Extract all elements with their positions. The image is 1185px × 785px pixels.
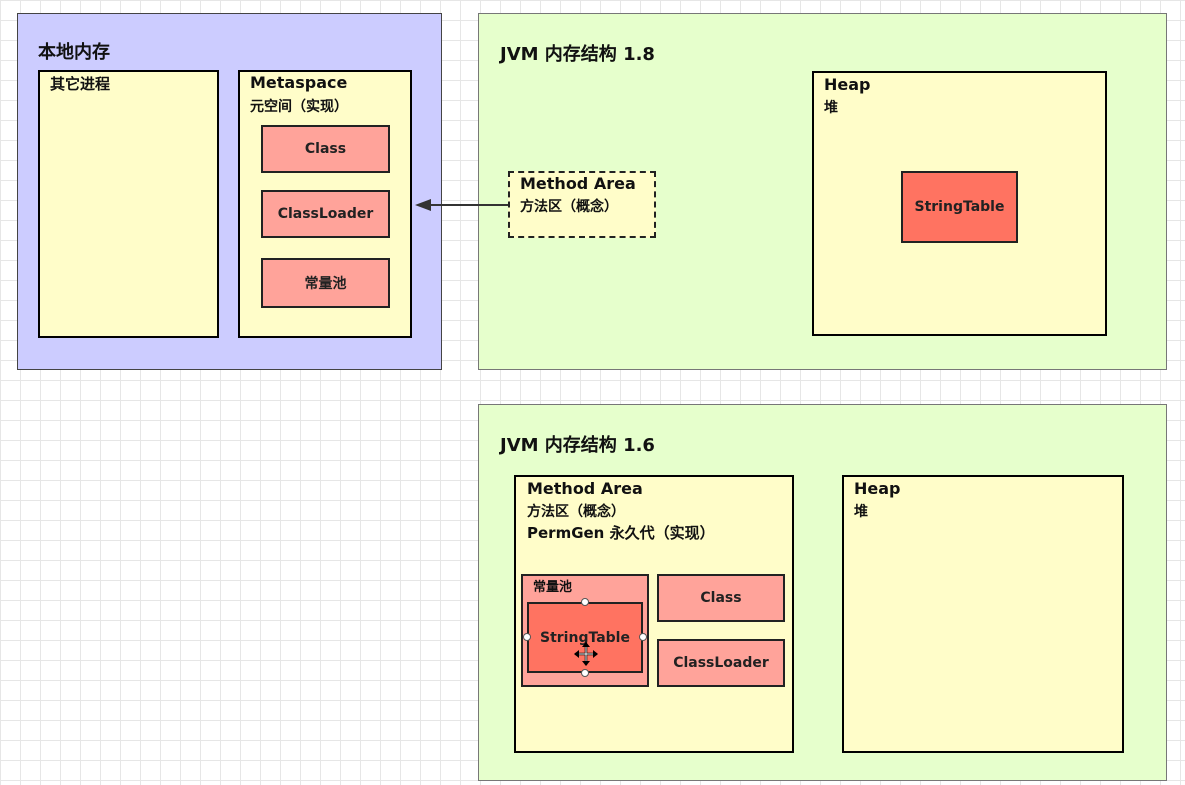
jvm18-string-table-box[interactable]: StringTable [901, 171, 1018, 243]
jvm18-method-area-subtitle: 方法区（概念） [520, 199, 618, 215]
jvm18-method-area-box[interactable] [508, 171, 656, 238]
selection-handle-top[interactable] [581, 598, 589, 606]
metaspace-subtitle: 元空间（实现） [250, 99, 348, 115]
metaspace-class-box[interactable]: Class [261, 125, 390, 173]
jvm16-classloader-box[interactable]: ClassLoader [657, 639, 785, 687]
jvm16-constant-pool-label: 常量池 [533, 580, 573, 595]
other-process-box[interactable] [38, 70, 219, 338]
selection-handle-right[interactable] [639, 633, 647, 641]
jvm18-heap-subtitle: 堆 [824, 100, 838, 116]
selection-handle-left[interactable] [523, 633, 531, 641]
jvm18-heap-title: Heap [824, 75, 871, 94]
metaspace-constant-pool-box[interactable]: 常量池 [261, 258, 390, 308]
implementation-arrow [415, 199, 508, 211]
jvm16-class-box[interactable]: Class [657, 574, 785, 622]
jvm16-heap-subtitle: 堆 [854, 504, 868, 520]
move-cursor-icon [574, 642, 598, 666]
jvm16-heap-title: Heap [854, 479, 901, 498]
metaspace-title: Metaspace [250, 73, 348, 92]
jvm18-method-area-title: Method Area [520, 174, 636, 193]
local-memory-title: 本地内存 [38, 42, 110, 63]
jvm16-heap-box[interactable] [842, 475, 1124, 753]
other-process-label: 其它进程 [50, 75, 111, 93]
jvm16-method-area-concept: 方法区（概念） [527, 504, 625, 520]
jvm18-title: JVM 内存结构 1.8 [500, 44, 655, 65]
jvm16-title: JVM 内存结构 1.6 [500, 435, 655, 456]
jvm16-method-area-title: Method Area [527, 479, 643, 498]
selection-handle-bottom[interactable] [581, 669, 589, 677]
metaspace-classloader-box[interactable]: ClassLoader [261, 190, 390, 238]
jvm16-permgen-label: PermGen 永久代（实现） [527, 524, 715, 542]
